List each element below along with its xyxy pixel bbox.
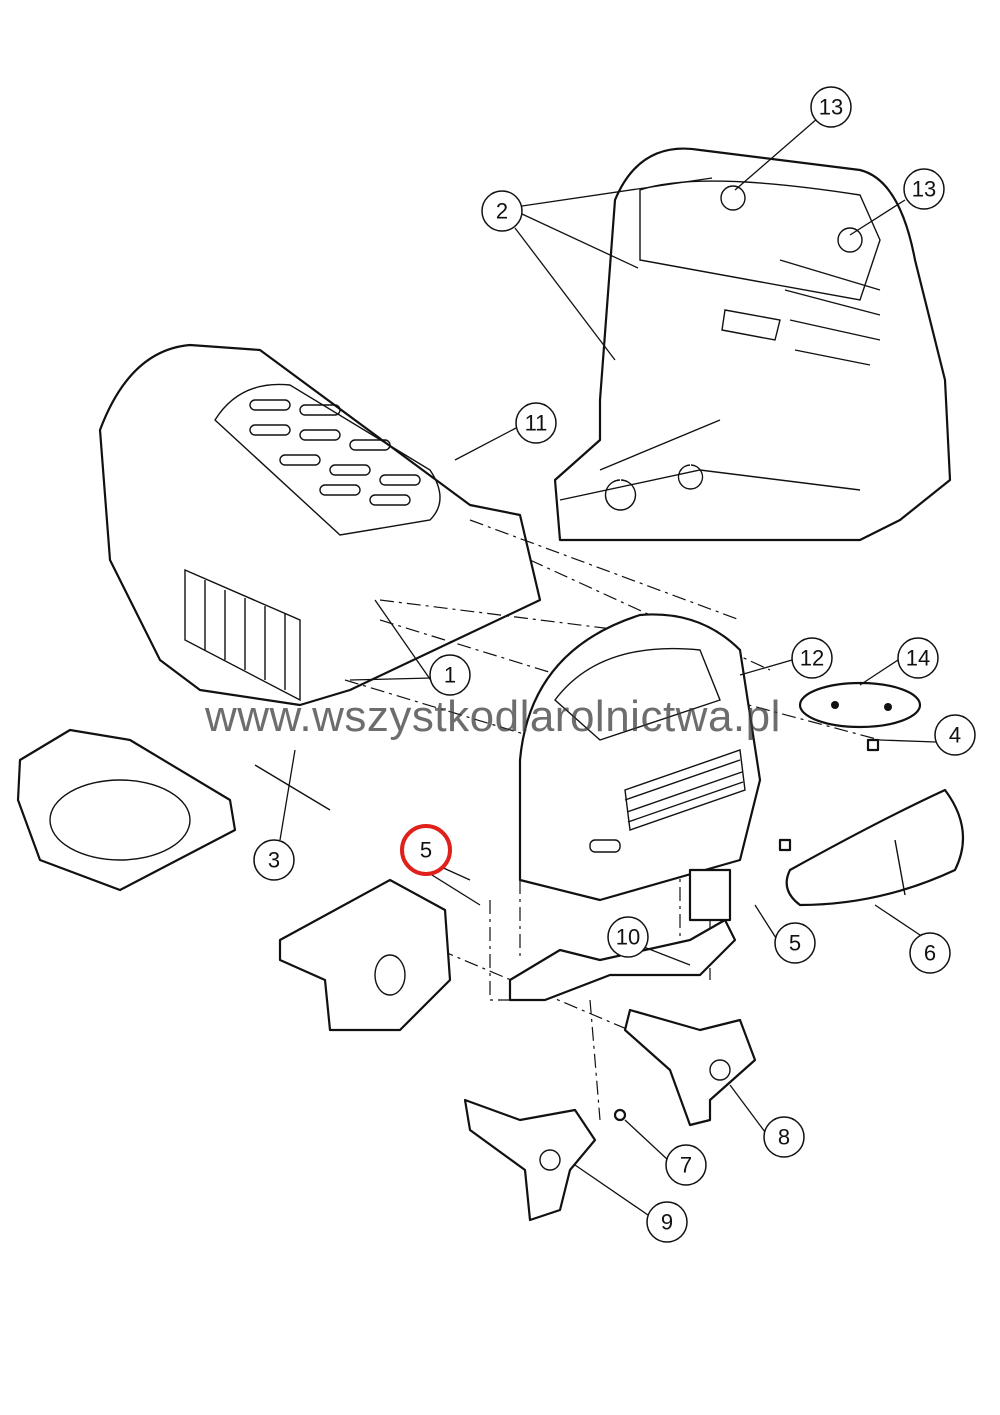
callout-label: 11 — [525, 411, 548, 436]
callout: 5 — [774, 922, 816, 964]
callout-label: 14 — [906, 646, 930, 671]
callout-label: 5 — [420, 838, 432, 863]
callout-label: 2 — [496, 199, 508, 224]
callout-label: 13 — [912, 177, 936, 202]
callout-circle — [897, 637, 939, 679]
callout-circle — [481, 190, 523, 232]
callout-label: 10 — [616, 925, 640, 950]
callout-label: 4 — [949, 723, 961, 748]
callout: 6 — [909, 932, 951, 974]
inset-hood-rear-view — [553, 147, 952, 542]
nut-part-7 — [613, 1108, 627, 1122]
callout: 9 — [646, 1201, 688, 1243]
callout-label: 3 — [268, 848, 280, 873]
callout: 12 — [791, 637, 833, 679]
callout-circle — [253, 839, 295, 881]
bracket-plate-5 — [688, 868, 732, 922]
callout-circle — [646, 1201, 688, 1243]
callout: 1 — [429, 654, 471, 696]
callout-circle — [934, 714, 976, 756]
callout-circle — [791, 637, 833, 679]
callout-circle — [774, 922, 816, 964]
callout-label: 13 — [819, 95, 843, 120]
callout-circle — [607, 916, 649, 958]
callout-label: 1 — [444, 663, 456, 688]
callout: 7 — [665, 1144, 707, 1186]
grille-part-12 — [518, 613, 762, 902]
callout-circle — [909, 932, 951, 974]
callout-circle — [903, 168, 945, 210]
callout: 8 — [763, 1116, 805, 1158]
watermark: www.wszystkodlarolnictwa.pl — [205, 692, 781, 741]
callout-label: 12 — [800, 646, 824, 671]
callout-label: 9 — [661, 1210, 673, 1235]
callout-label: 7 — [680, 1153, 692, 1178]
callout-highlighted: 5 — [400, 824, 452, 876]
callout: 3 — [253, 839, 295, 881]
callout-circle — [665, 1144, 707, 1186]
mounting-bracket — [278, 878, 452, 1032]
callout: 11 — [515, 402, 557, 444]
callout-circle — [400, 824, 452, 876]
callout: 10 — [607, 916, 649, 958]
leader-lines — [279, 117, 937, 1216]
callout-circle — [810, 86, 852, 128]
callout-circle — [515, 402, 557, 444]
headlight-lens-part-14 — [798, 681, 922, 729]
callout-label: 6 — [924, 941, 936, 966]
side-plate-part-9 — [463, 1098, 597, 1222]
callout: 2 — [481, 190, 523, 232]
battery-tray — [16, 728, 237, 892]
callout: 13 — [903, 168, 945, 210]
cable-tie-part-3 — [254, 764, 331, 811]
callout-label: 8 — [778, 1125, 790, 1150]
callout-circle — [763, 1116, 805, 1158]
callout: 4 — [934, 714, 976, 756]
support-part-10 — [508, 918, 737, 1002]
callout-circle — [429, 654, 471, 696]
bumper-part-6 — [785, 788, 965, 907]
hood-part-11 — [98, 343, 542, 707]
callout-label: 5 — [789, 931, 801, 956]
callout: 14 — [897, 637, 939, 679]
screws-part-4 — [778, 738, 880, 852]
side-plate-part-8 — [623, 1008, 757, 1127]
callout: 13 — [810, 86, 852, 128]
